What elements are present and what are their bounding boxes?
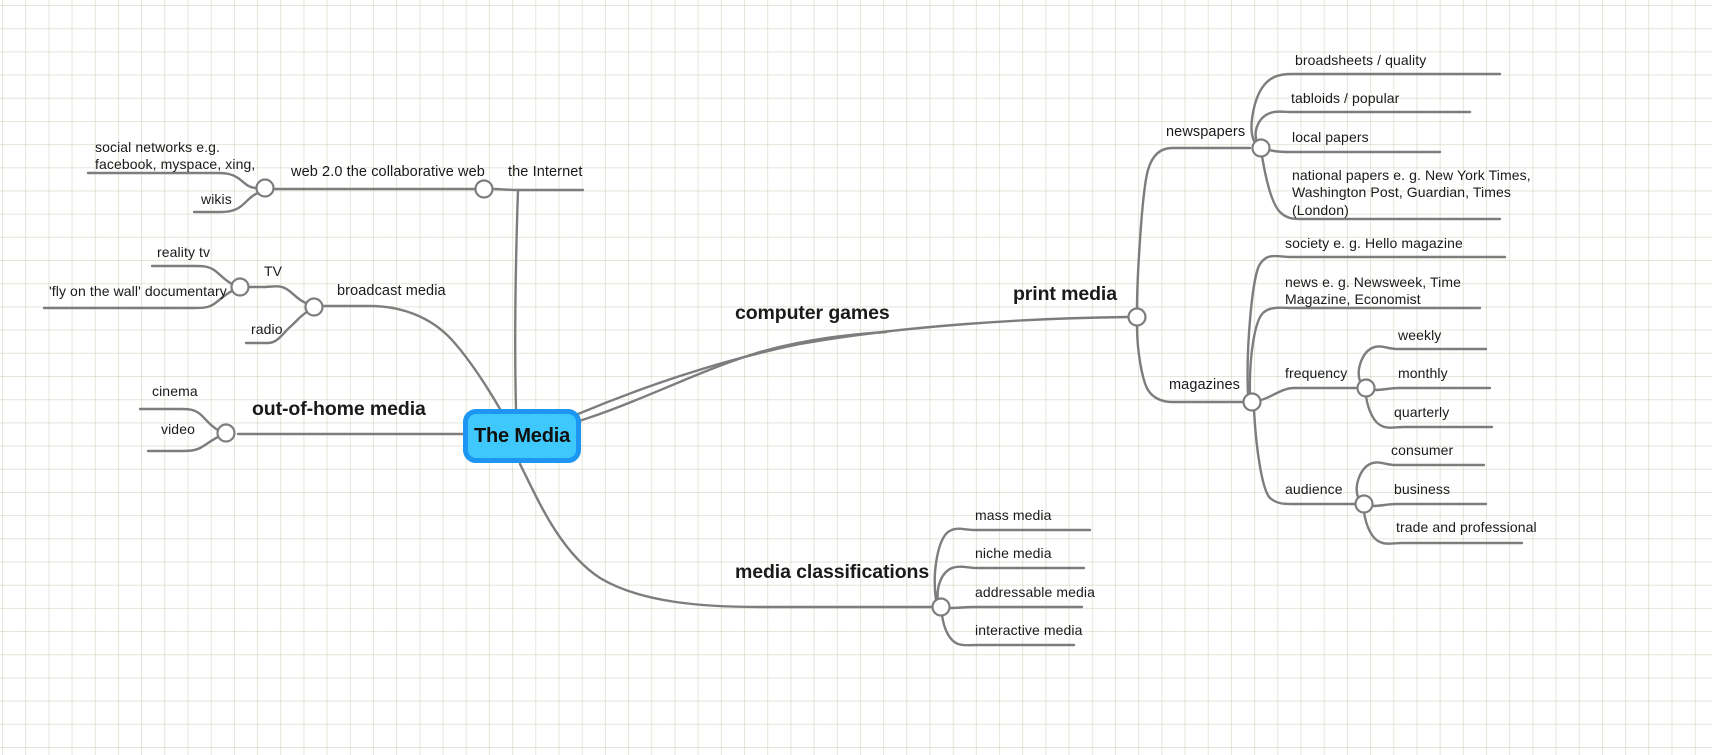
root-node[interactable]: The Media bbox=[463, 409, 581, 463]
junction-web20 bbox=[255, 178, 275, 198]
junction-tv bbox=[230, 277, 250, 297]
node-broadsheets[interactable]: broadsheets / quality bbox=[1295, 52, 1427, 68]
junction-print bbox=[1127, 307, 1147, 327]
edge-broadcast-tv bbox=[248, 285, 308, 305]
node-wikis[interactable]: wikis bbox=[201, 191, 232, 207]
node-media-classifications[interactable]: media classifications bbox=[735, 561, 930, 583]
node-mass-media[interactable]: mass media bbox=[975, 507, 1052, 523]
node-national-papers[interactable]: national papers e. g. New York Times, Wa… bbox=[1292, 167, 1531, 218]
node-frequency[interactable]: frequency bbox=[1285, 365, 1348, 381]
edge-internet-to-web20 bbox=[492, 187, 520, 192]
node-addressable-media[interactable]: addressable media bbox=[975, 584, 1095, 600]
root-node-label: The Media bbox=[474, 424, 570, 447]
edge-magazines-frequency bbox=[1259, 386, 1358, 402]
junction-audience bbox=[1354, 494, 1374, 514]
node-local-papers[interactable]: local papers bbox=[1292, 129, 1369, 145]
node-social-networks[interactable]: social networks e.g. facebook, myspace, … bbox=[95, 139, 256, 173]
node-the-internet[interactable]: the Internet bbox=[508, 164, 583, 180]
node-video[interactable]: video bbox=[161, 421, 195, 437]
node-cinema[interactable]: cinema bbox=[152, 383, 198, 399]
node-society[interactable]: society e. g. Hello magazine bbox=[1285, 235, 1463, 251]
junction-internet bbox=[474, 179, 494, 199]
edge-newspapers-broadsheets bbox=[1250, 72, 1502, 143]
edge-root-internet bbox=[513, 188, 520, 411]
node-tv[interactable]: TV bbox=[264, 263, 283, 279]
node-magazines[interactable]: magazines bbox=[1169, 377, 1241, 393]
junction-newspapers bbox=[1251, 138, 1271, 158]
node-newspapers[interactable]: newspapers bbox=[1166, 124, 1246, 140]
node-weekly[interactable]: weekly bbox=[1398, 327, 1442, 343]
node-print-media[interactable]: print media bbox=[1013, 283, 1117, 305]
node-tabloids[interactable]: tabloids / popular bbox=[1291, 90, 1400, 106]
node-interactive-media[interactable]: interactive media bbox=[975, 622, 1083, 638]
node-quarterly[interactable]: quarterly bbox=[1394, 404, 1450, 420]
node-audience[interactable]: audience bbox=[1285, 481, 1343, 497]
edge-root-broadcast bbox=[320, 304, 502, 411]
junction-magazines bbox=[1242, 392, 1262, 412]
junction-outofhome bbox=[216, 423, 236, 443]
edge-root-printmedia bbox=[576, 315, 1130, 416]
edge-root-computergames bbox=[574, 330, 888, 424]
edge-outofhome-video bbox=[146, 435, 220, 453]
node-reality-tv[interactable]: reality tv bbox=[157, 244, 211, 260]
node-broadcast-media[interactable]: broadcast media bbox=[337, 283, 446, 299]
node-monthly[interactable]: monthly bbox=[1398, 365, 1448, 381]
edge-magazines-news bbox=[1248, 306, 1482, 398]
junction-classifications bbox=[931, 597, 951, 617]
node-fly-on-the-wall-documentary[interactable]: 'fly on the wall' documentary bbox=[49, 283, 227, 299]
edge-root-classifications bbox=[518, 462, 934, 609]
edge-class-addressable bbox=[948, 605, 1084, 610]
edge-newspapers-local bbox=[1267, 148, 1442, 154]
edge-audience-business bbox=[1371, 502, 1488, 508]
edge-web20-social bbox=[86, 171, 258, 190]
junction-frequency bbox=[1356, 378, 1376, 398]
node-computer-games[interactable]: computer games bbox=[735, 302, 890, 324]
edge-print-newspapers bbox=[1135, 146, 1252, 311]
edge-frequency-monthly bbox=[1373, 386, 1492, 392]
node-web-2-0[interactable]: web 2.0 the collaborative web bbox=[291, 164, 485, 180]
node-business[interactable]: business bbox=[1394, 481, 1451, 497]
edge-tv-reality bbox=[150, 264, 234, 286]
node-radio[interactable]: radio bbox=[251, 321, 283, 337]
node-out-of-home-media[interactable]: out-of-home media bbox=[252, 398, 426, 420]
junction-broadcast bbox=[304, 297, 324, 317]
node-news[interactable]: news e. g. Newsweek, Time Magazine, Econ… bbox=[1285, 274, 1462, 308]
node-trade-and-professional[interactable]: trade and professional bbox=[1396, 519, 1537, 535]
node-consumer[interactable]: consumer bbox=[1391, 442, 1454, 458]
node-niche-media[interactable]: niche media bbox=[975, 545, 1052, 561]
